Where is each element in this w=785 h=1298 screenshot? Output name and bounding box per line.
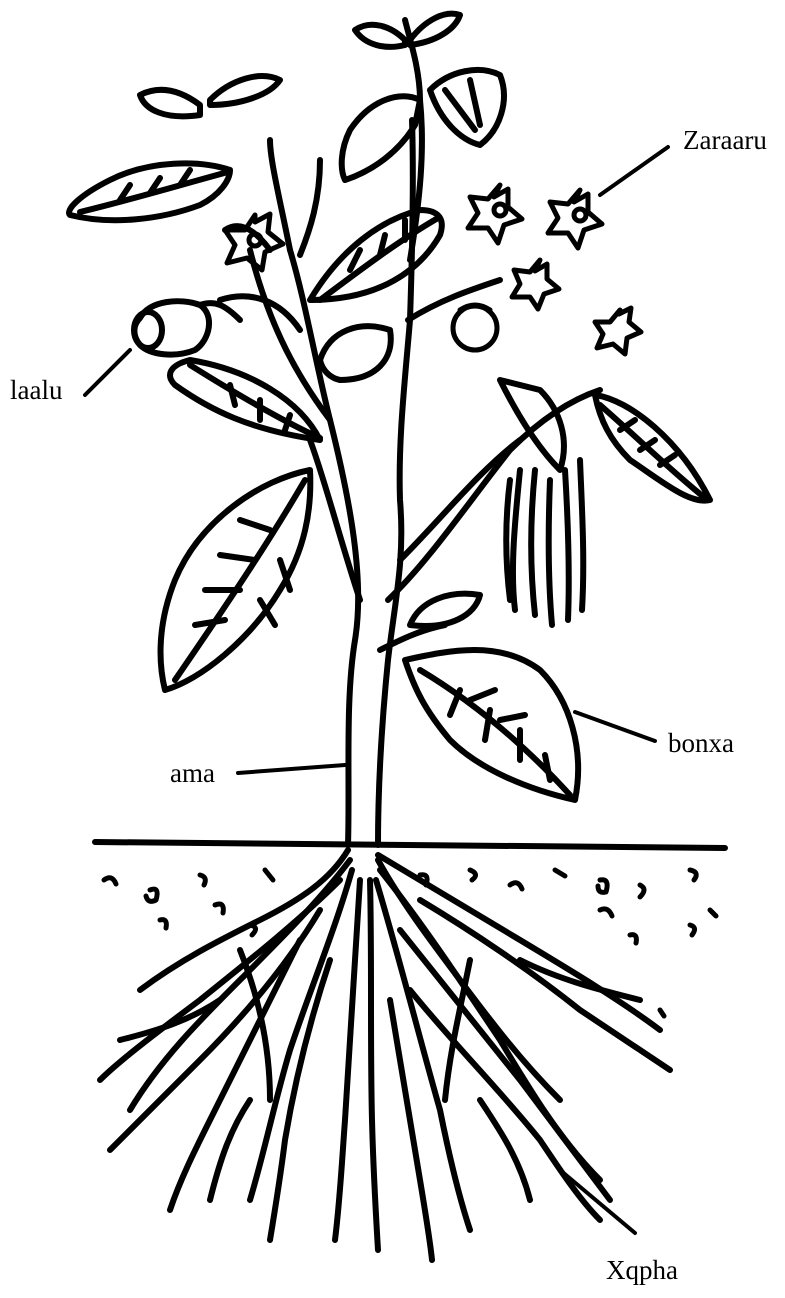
- roots: [100, 850, 670, 1260]
- fruit: [134, 301, 240, 354]
- label-flower: Zaraaru: [683, 127, 767, 154]
- ground-line: [95, 842, 725, 848]
- label-leaf: bonxa: [668, 730, 734, 757]
- leader-fruit: [85, 350, 130, 395]
- leader-stem: [238, 765, 345, 773]
- label-root: Xqpha: [606, 1257, 678, 1284]
- leaves: [69, 14, 710, 800]
- label-stem: ama: [170, 760, 215, 787]
- leader-flower: [600, 147, 668, 195]
- label-fruit: laalu: [10, 377, 62, 404]
- leader-leaf: [575, 712, 655, 741]
